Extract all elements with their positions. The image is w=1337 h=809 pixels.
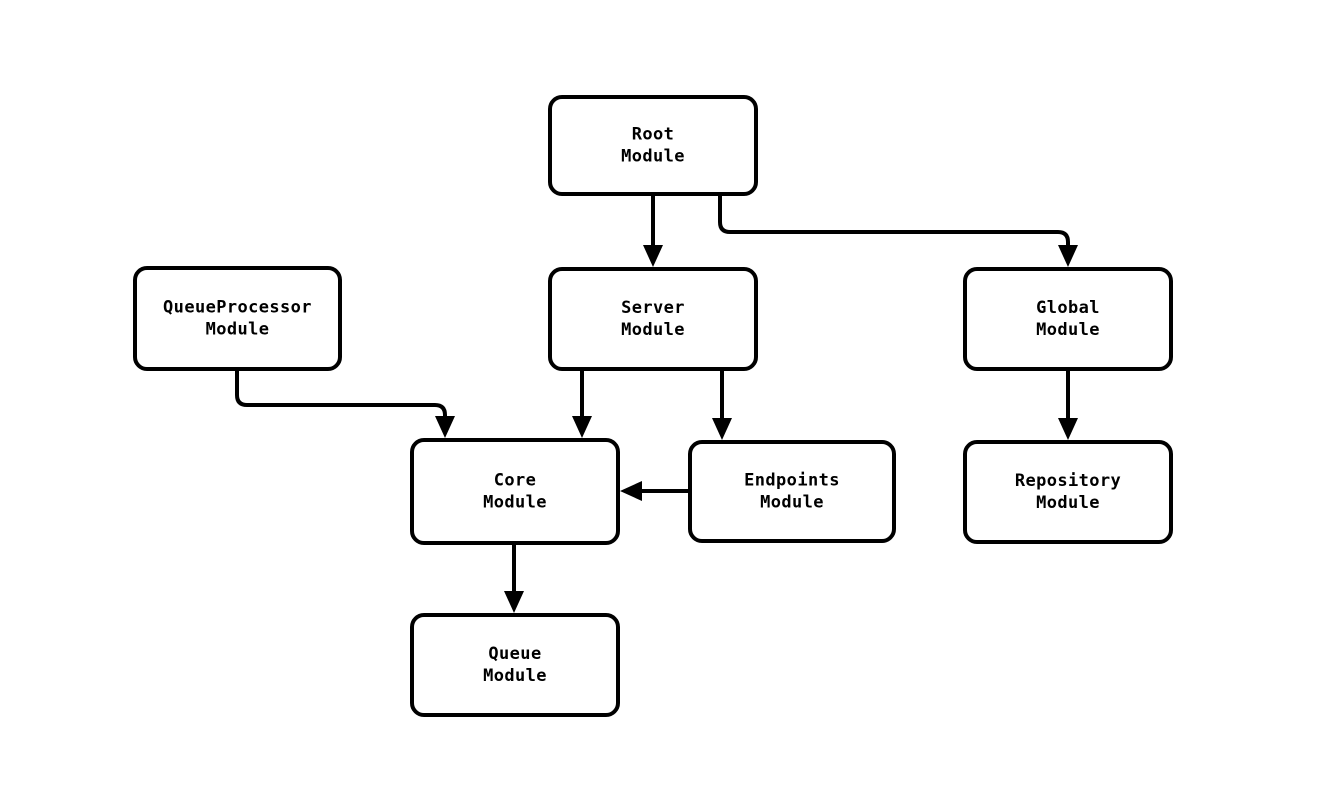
node-box[interactable] xyxy=(548,267,758,371)
edges-layer xyxy=(235,196,1078,613)
arrowhead-icon xyxy=(572,416,592,438)
edge-core-to-queue xyxy=(504,545,524,613)
node-label-line1: Endpoints xyxy=(744,471,840,491)
node-box[interactable] xyxy=(688,440,896,543)
node-box[interactable] xyxy=(410,613,620,717)
node-label-line1: Global xyxy=(1036,298,1100,318)
edge-queueprocessor-to-core xyxy=(235,371,455,438)
node-label-line2: Module xyxy=(483,666,547,686)
node-box[interactable] xyxy=(548,95,758,196)
arrowhead-icon xyxy=(504,591,524,613)
node-label-line2: Module xyxy=(1036,320,1100,340)
node-label-line2: Module xyxy=(621,320,685,340)
arrowhead-icon xyxy=(435,416,455,438)
nodes-layer: RootModuleQueueProcessorModuleServerModu… xyxy=(133,95,1173,717)
node-label-line1: Queue xyxy=(488,644,541,664)
node-label-line1: Repository xyxy=(1015,471,1121,491)
arrowhead-icon xyxy=(1058,245,1078,267)
edge-server-to-endpoints xyxy=(712,371,732,440)
node-box[interactable] xyxy=(963,440,1173,544)
node-label-line2: Module xyxy=(1036,493,1100,513)
node-label-line2: Module xyxy=(206,320,270,340)
node-label-line2: Module xyxy=(760,493,824,513)
edge-root-to-global xyxy=(718,196,1078,267)
node-label-line1: QueueProcessor xyxy=(163,298,312,318)
edge-server-to-core xyxy=(572,371,592,438)
node-label-line1: Root xyxy=(632,125,675,145)
edge-line xyxy=(235,371,447,419)
node-box[interactable] xyxy=(963,267,1173,371)
edge-root-to-server xyxy=(643,196,663,267)
arrowhead-icon xyxy=(643,245,663,267)
edge-endpoints-to-core xyxy=(620,481,688,501)
node-label-line1: Core xyxy=(494,471,537,491)
arrowhead-icon xyxy=(620,481,642,501)
node-label-line2: Module xyxy=(621,147,685,167)
node-box[interactable] xyxy=(133,266,342,371)
node-label-line2: Module xyxy=(483,493,547,513)
arrowhead-icon xyxy=(712,418,732,440)
node-label-line1: Server xyxy=(621,298,685,318)
edge-global-to-repository xyxy=(1058,371,1078,440)
edge-line xyxy=(718,196,1070,248)
node-box[interactable] xyxy=(410,438,620,545)
arrowhead-icon xyxy=(1058,418,1078,440)
